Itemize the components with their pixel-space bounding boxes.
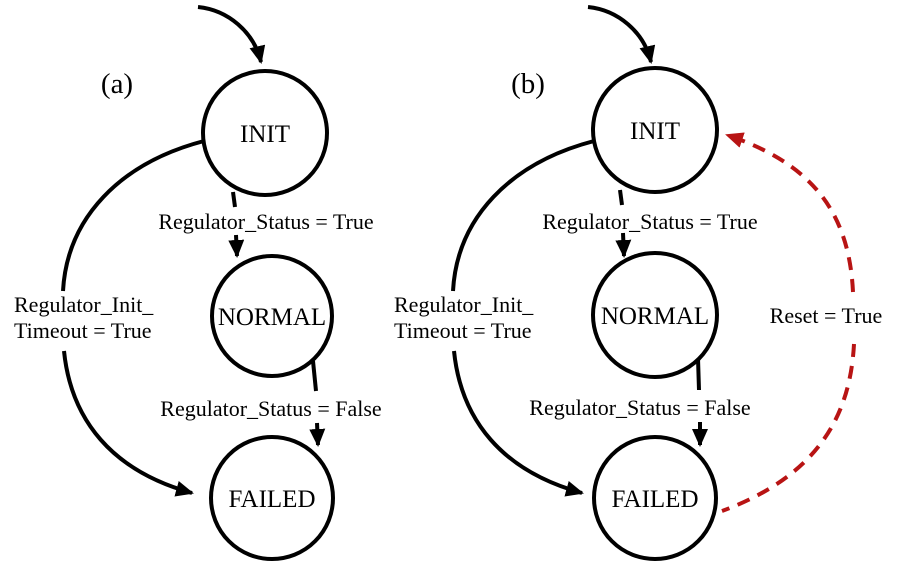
transition-init-normal-label-a: Regulator_Status = True	[158, 209, 373, 234]
transition-init-failed-curve-upper-b	[451, 139, 595, 292]
state-failed-label-a: FAILED	[228, 486, 315, 513]
state-failed-b	[592, 435, 718, 561]
state-init-a	[201, 69, 329, 197]
transition-init-normal-stub-a	[231, 191, 237, 208]
state-normal-a	[210, 254, 334, 378]
state-normal-label-b: NORMAL	[601, 303, 709, 330]
transition-init-failed-curve-lower-a	[62, 350, 194, 497]
transition-init-failed-label-line1-b: Regulator_Init_	[394, 292, 534, 317]
transition-init-failed-label-line2-a: Timeout = True	[14, 318, 152, 343]
transition-init-normal-stub-b	[618, 189, 624, 206]
transition-init-failed-label-line2-b: Timeout = True	[394, 318, 532, 343]
transition-normal-failed-label-a: Regulator_Status = False	[160, 396, 381, 421]
transition-failed-init-reset-label-b: Reset = True	[770, 303, 883, 328]
transition-init-failed-curve-upper-a	[61, 139, 205, 292]
state-init-label-a: INIT	[240, 121, 290, 148]
panel-a: (a) INIT NORMAL FAILED Regulator_Status …	[14, 5, 382, 561]
initial-entry-arrow-a	[197, 5, 266, 64]
state-init-label-b: INIT	[630, 118, 680, 145]
transition-init-failed-curve-lower-b	[452, 350, 584, 497]
transition-normal-failed-arrow-a	[309, 422, 326, 447]
transition-init-normal-label-b: Regulator_Status = True	[542, 209, 757, 234]
transition-failed-init-reset-curve-upper-b	[725, 132, 855, 293]
state-normal-label-a: NORMAL	[218, 304, 326, 331]
transition-init-normal-arrow-b	[615, 232, 632, 258]
transition-normal-failed-label-b: Regulator_Status = False	[529, 395, 750, 420]
panel-b-label: (b)	[511, 68, 545, 100]
state-failed-label-b: FAILED	[611, 486, 698, 513]
transition-init-normal-arrow-a	[228, 234, 245, 258]
transition-normal-failed-stub-b	[696, 357, 701, 391]
panel-a-label: (a)	[101, 68, 133, 100]
state-init-b	[591, 66, 719, 194]
panel-b: (b) INIT NORMAL FAILED Regulator_Status …	[394, 5, 883, 561]
transition-failed-init-reset-curve-lower-b	[721, 343, 856, 513]
transition-init-failed-label-line1-a: Regulator_Init_	[14, 292, 154, 317]
transition-normal-failed-stub-a	[311, 360, 318, 392]
state-failed-a	[209, 435, 335, 561]
initial-entry-arrow-b	[587, 5, 656, 64]
state-normal-b	[591, 251, 719, 379]
